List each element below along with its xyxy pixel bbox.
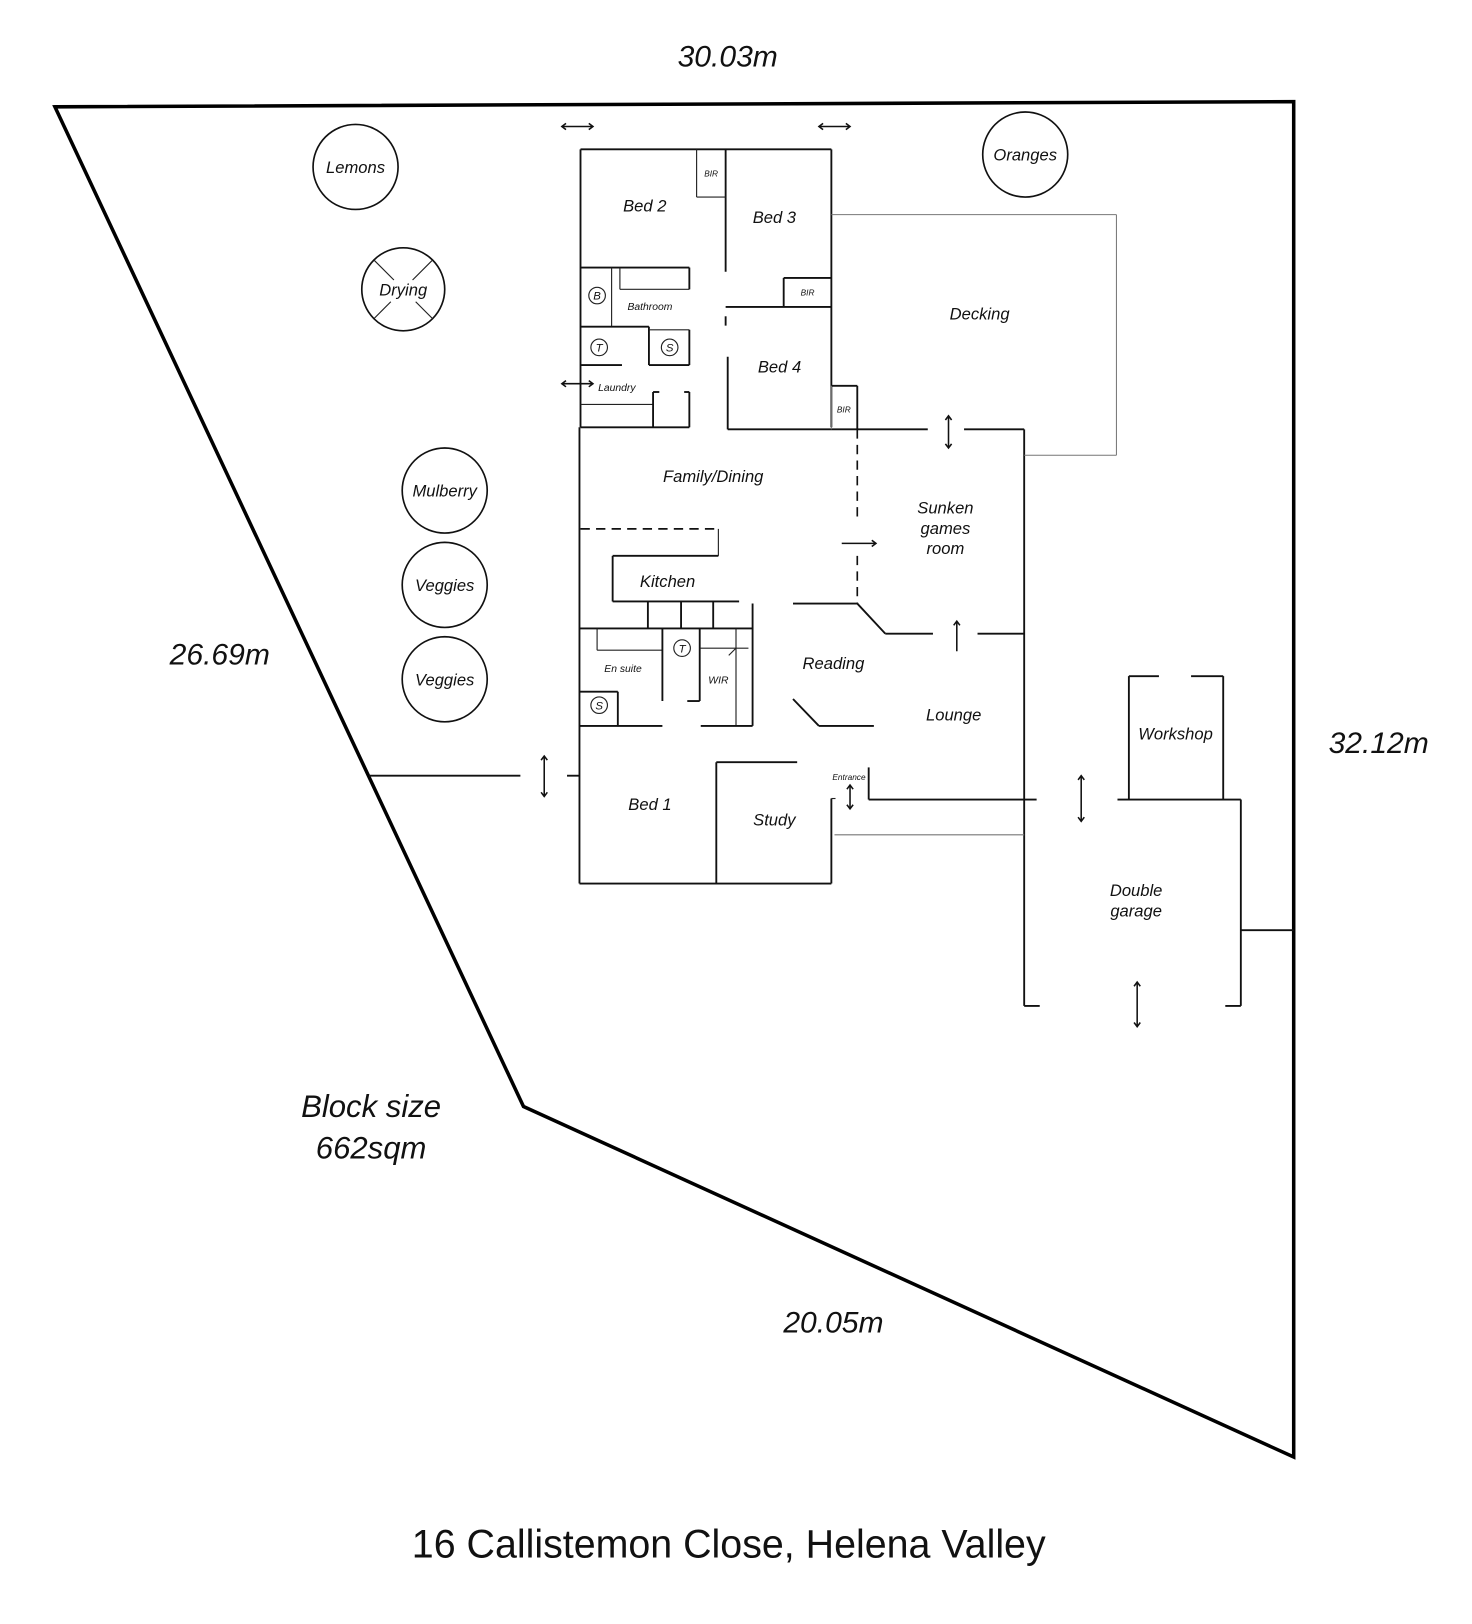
svg-text:S: S xyxy=(666,343,674,355)
outbuildings xyxy=(1024,675,1294,1007)
room-lounge: Lounge xyxy=(926,706,981,725)
svg-text:Veggies: Veggies xyxy=(415,576,474,595)
tree-oranges: Oranges xyxy=(981,111,1069,198)
room-en-suite: En suite xyxy=(604,664,642,675)
room-bed1: Bed 1 xyxy=(628,795,671,814)
room-wir: WIR xyxy=(708,675,729,686)
double-arrow-icon xyxy=(560,379,595,388)
bir-label-bed4: BIR xyxy=(837,405,851,415)
toilet-fixture: T xyxy=(590,338,609,357)
arrow-up-icon xyxy=(953,619,961,652)
svg-text:Drying: Drying xyxy=(379,281,428,300)
dimension-top: 30.03m xyxy=(678,40,778,73)
svg-text:B: B xyxy=(593,291,601,303)
room-sunken-games-3: room xyxy=(927,539,965,558)
double-arrow-icon xyxy=(846,783,854,811)
room-kitchen: Kitchen xyxy=(640,572,695,591)
area-decking: Decking xyxy=(950,304,1011,323)
tree-mulberry: Mulberry xyxy=(401,447,489,534)
room-reading: Reading xyxy=(803,654,866,673)
room-study: Study xyxy=(753,810,797,829)
door-arrows xyxy=(540,122,1141,1028)
room-bathroom: Bathroom xyxy=(628,302,673,313)
room-workshop: Workshop xyxy=(1138,724,1213,743)
svg-text:Mulberry: Mulberry xyxy=(412,482,478,501)
dimension-left: 26.69m xyxy=(169,639,270,672)
ensuite-shower-fixture: S xyxy=(590,696,609,715)
veggie-patch-2: Veggies xyxy=(401,635,489,723)
address-title: 16 Callistemon Close, Helena Valley xyxy=(412,1523,1046,1567)
room-laundry: Laundry xyxy=(598,383,636,394)
room-bed4: Bed 4 xyxy=(758,357,801,376)
double-arrow-icon xyxy=(540,754,548,798)
double-arrow-icon xyxy=(1133,980,1141,1028)
room-garage-1: Double xyxy=(1110,881,1163,900)
block-boundary xyxy=(52,99,1296,1460)
room-garage-2: garage xyxy=(1110,902,1162,921)
room-bed3: Bed 3 xyxy=(753,208,797,227)
svg-text:S: S xyxy=(595,700,603,712)
svg-text:Lemons: Lemons xyxy=(326,158,385,177)
double-arrow-icon xyxy=(817,122,852,131)
double-arrow-icon xyxy=(560,122,595,131)
house-walls xyxy=(369,148,1117,1006)
arrow-right-icon xyxy=(841,539,878,548)
room-bed2: Bed 2 xyxy=(623,197,666,216)
room-family-dining: Family/Dining xyxy=(663,467,764,486)
svg-text:T: T xyxy=(679,643,687,655)
drying-area: Drying xyxy=(360,247,446,332)
svg-text:Oranges: Oranges xyxy=(993,146,1057,165)
tree-lemons: Lemons xyxy=(312,123,399,211)
double-arrow-icon xyxy=(1077,774,1085,823)
bir-label-bed3: BIR xyxy=(801,288,815,298)
block-size-value: 662sqm xyxy=(316,1130,427,1165)
double-arrow-icon xyxy=(944,414,953,450)
room-sunken-games-1: Sunken xyxy=(917,498,973,517)
bir-label-bed2: BIR xyxy=(704,168,718,178)
dimension-right: 32.12m xyxy=(1329,727,1429,760)
bath-fixture: B xyxy=(588,286,606,305)
room-entrance: Entrance xyxy=(832,772,866,782)
dimension-bottom: 20.05m xyxy=(782,1307,883,1340)
veggie-patch-1: Veggies xyxy=(401,541,489,629)
svg-text:T: T xyxy=(596,343,604,355)
block-size-label: Block size xyxy=(301,1089,441,1124)
shower-fixture: S xyxy=(660,338,679,357)
svg-text:Veggies: Veggies xyxy=(415,670,474,689)
room-sunken-games-2: games xyxy=(921,519,971,538)
ensuite-toilet-fixture: T xyxy=(673,639,691,658)
